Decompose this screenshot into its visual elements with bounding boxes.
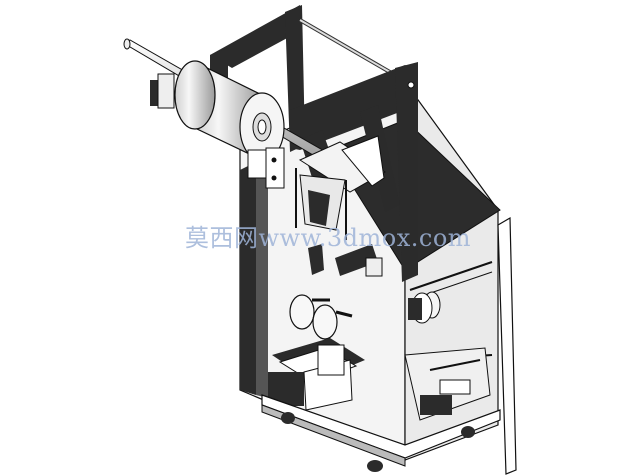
discharge-tray [268,338,365,411]
side-door [497,216,517,475]
base-plate [261,394,501,467]
forming-collar [295,135,386,240]
left-frame-column [240,162,268,398]
film-roll [174,60,285,162]
caster-wheels [281,412,475,472]
site-watermark: 莫西网www.3dmox.com [185,224,472,252]
shaft-bracket [150,73,175,109]
sealing-jaws [308,244,383,277]
left-bracket-plates [247,147,285,189]
dial-knobs [289,294,353,340]
lower-drive-mechanism [404,347,491,421]
side-pulley [408,291,441,324]
